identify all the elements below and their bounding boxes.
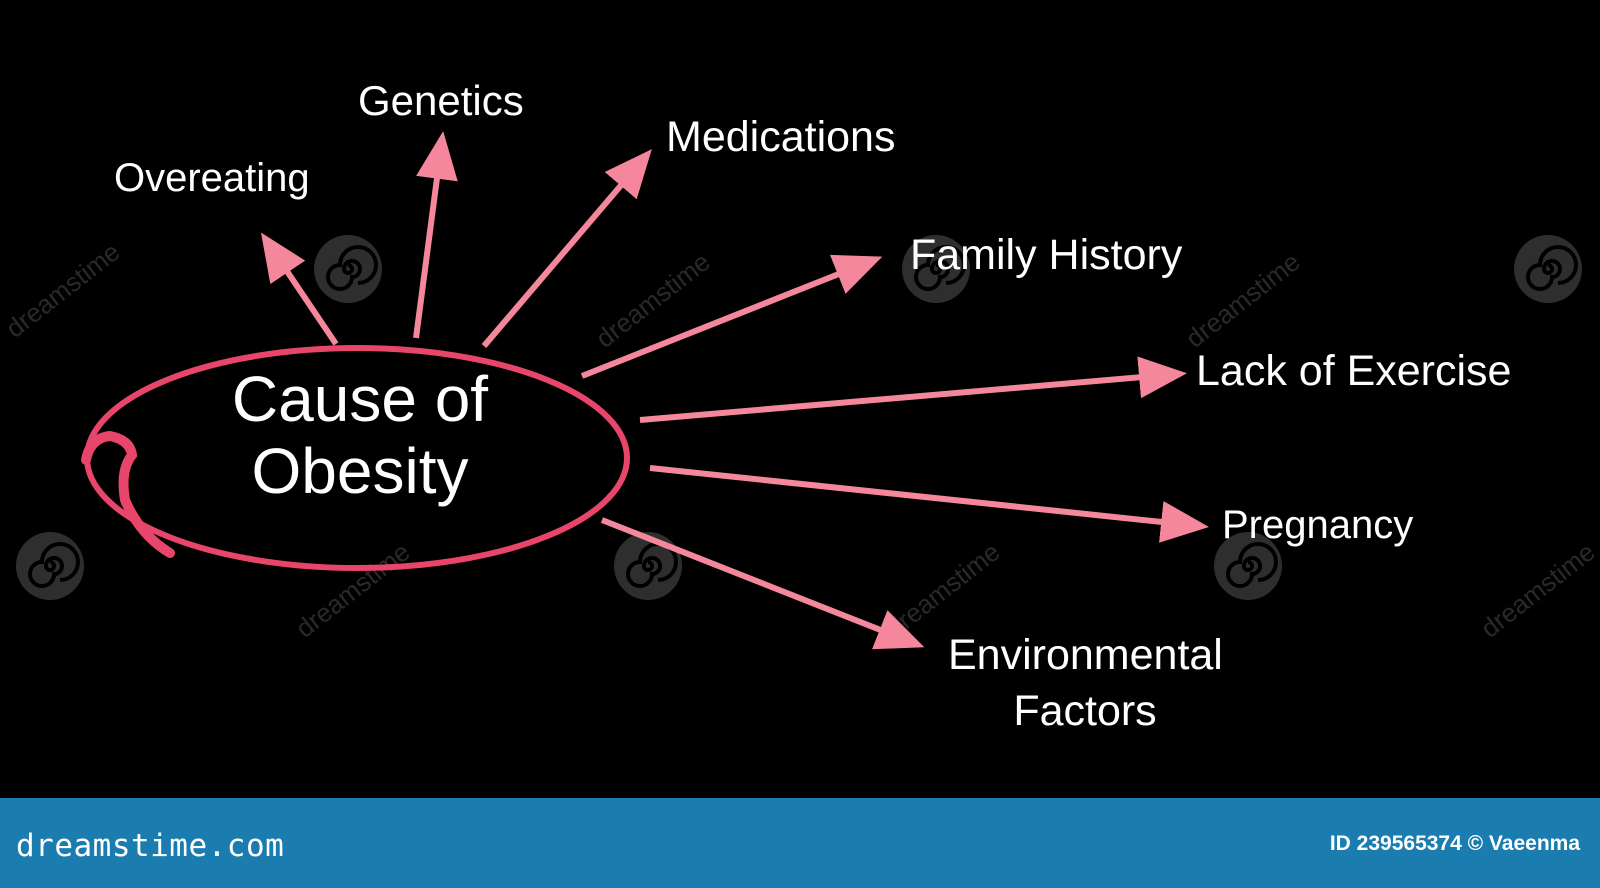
arrow-environmental-factors: [600, 517, 925, 650]
watermark-spiral-icon: [1514, 235, 1582, 303]
watermark-spiral-icon: [314, 235, 382, 303]
watermark-credit-label: ID 239565374 © Vaeenma: [1329, 832, 1580, 855]
cause-label-environmental-line1: Environmental: [948, 631, 1223, 679]
arrow-genetics: [413, 131, 458, 339]
arrow-pregnancy: [649, 465, 1209, 543]
diagram-canvas: dreamstime dreamstime dreamstime dreamst…: [0, 77, 1600, 740]
cause-label-overeating: Overeating: [114, 156, 310, 200]
cause-label-genetics: Genetics: [358, 77, 524, 124]
watermark-site-label: dreamstime.com: [16, 828, 285, 864]
arrow-overeating: [260, 232, 339, 346]
cause-label-environmental-line2: Factors: [1013, 686, 1157, 735]
cause-diagram: [81, 131, 1209, 650]
arrow-family-history: [580, 254, 883, 379]
center-label-line2: Obesity: [251, 434, 469, 507]
cause-label-family-history: Family History: [910, 231, 1183, 279]
cause-label-environmental-factors: Environmental Factors: [948, 628, 1223, 740]
arrow-medications: [481, 149, 652, 348]
watermark-footer-bar: dreamstime.com ID 239565374 © Vaeenma: [0, 798, 1600, 888]
arrow-lack-of-exercise: [639, 356, 1187, 423]
center-label: Cause of Obesity: [190, 363, 530, 507]
watermark-spiral-icon: [902, 235, 970, 303]
watermark-spiral-icon: [16, 532, 84, 600]
watermark-spiral-icon: [1214, 532, 1282, 600]
center-label-line1: Cause of: [231, 363, 489, 435]
cause-label-medications: Medications: [666, 113, 896, 161]
cause-label-pregnancy: Pregnancy: [1222, 503, 1414, 547]
cause-label-lack-of-exercise: Lack of Exercise: [1196, 347, 1512, 395]
ellipse-brush-tail: [81, 430, 175, 558]
